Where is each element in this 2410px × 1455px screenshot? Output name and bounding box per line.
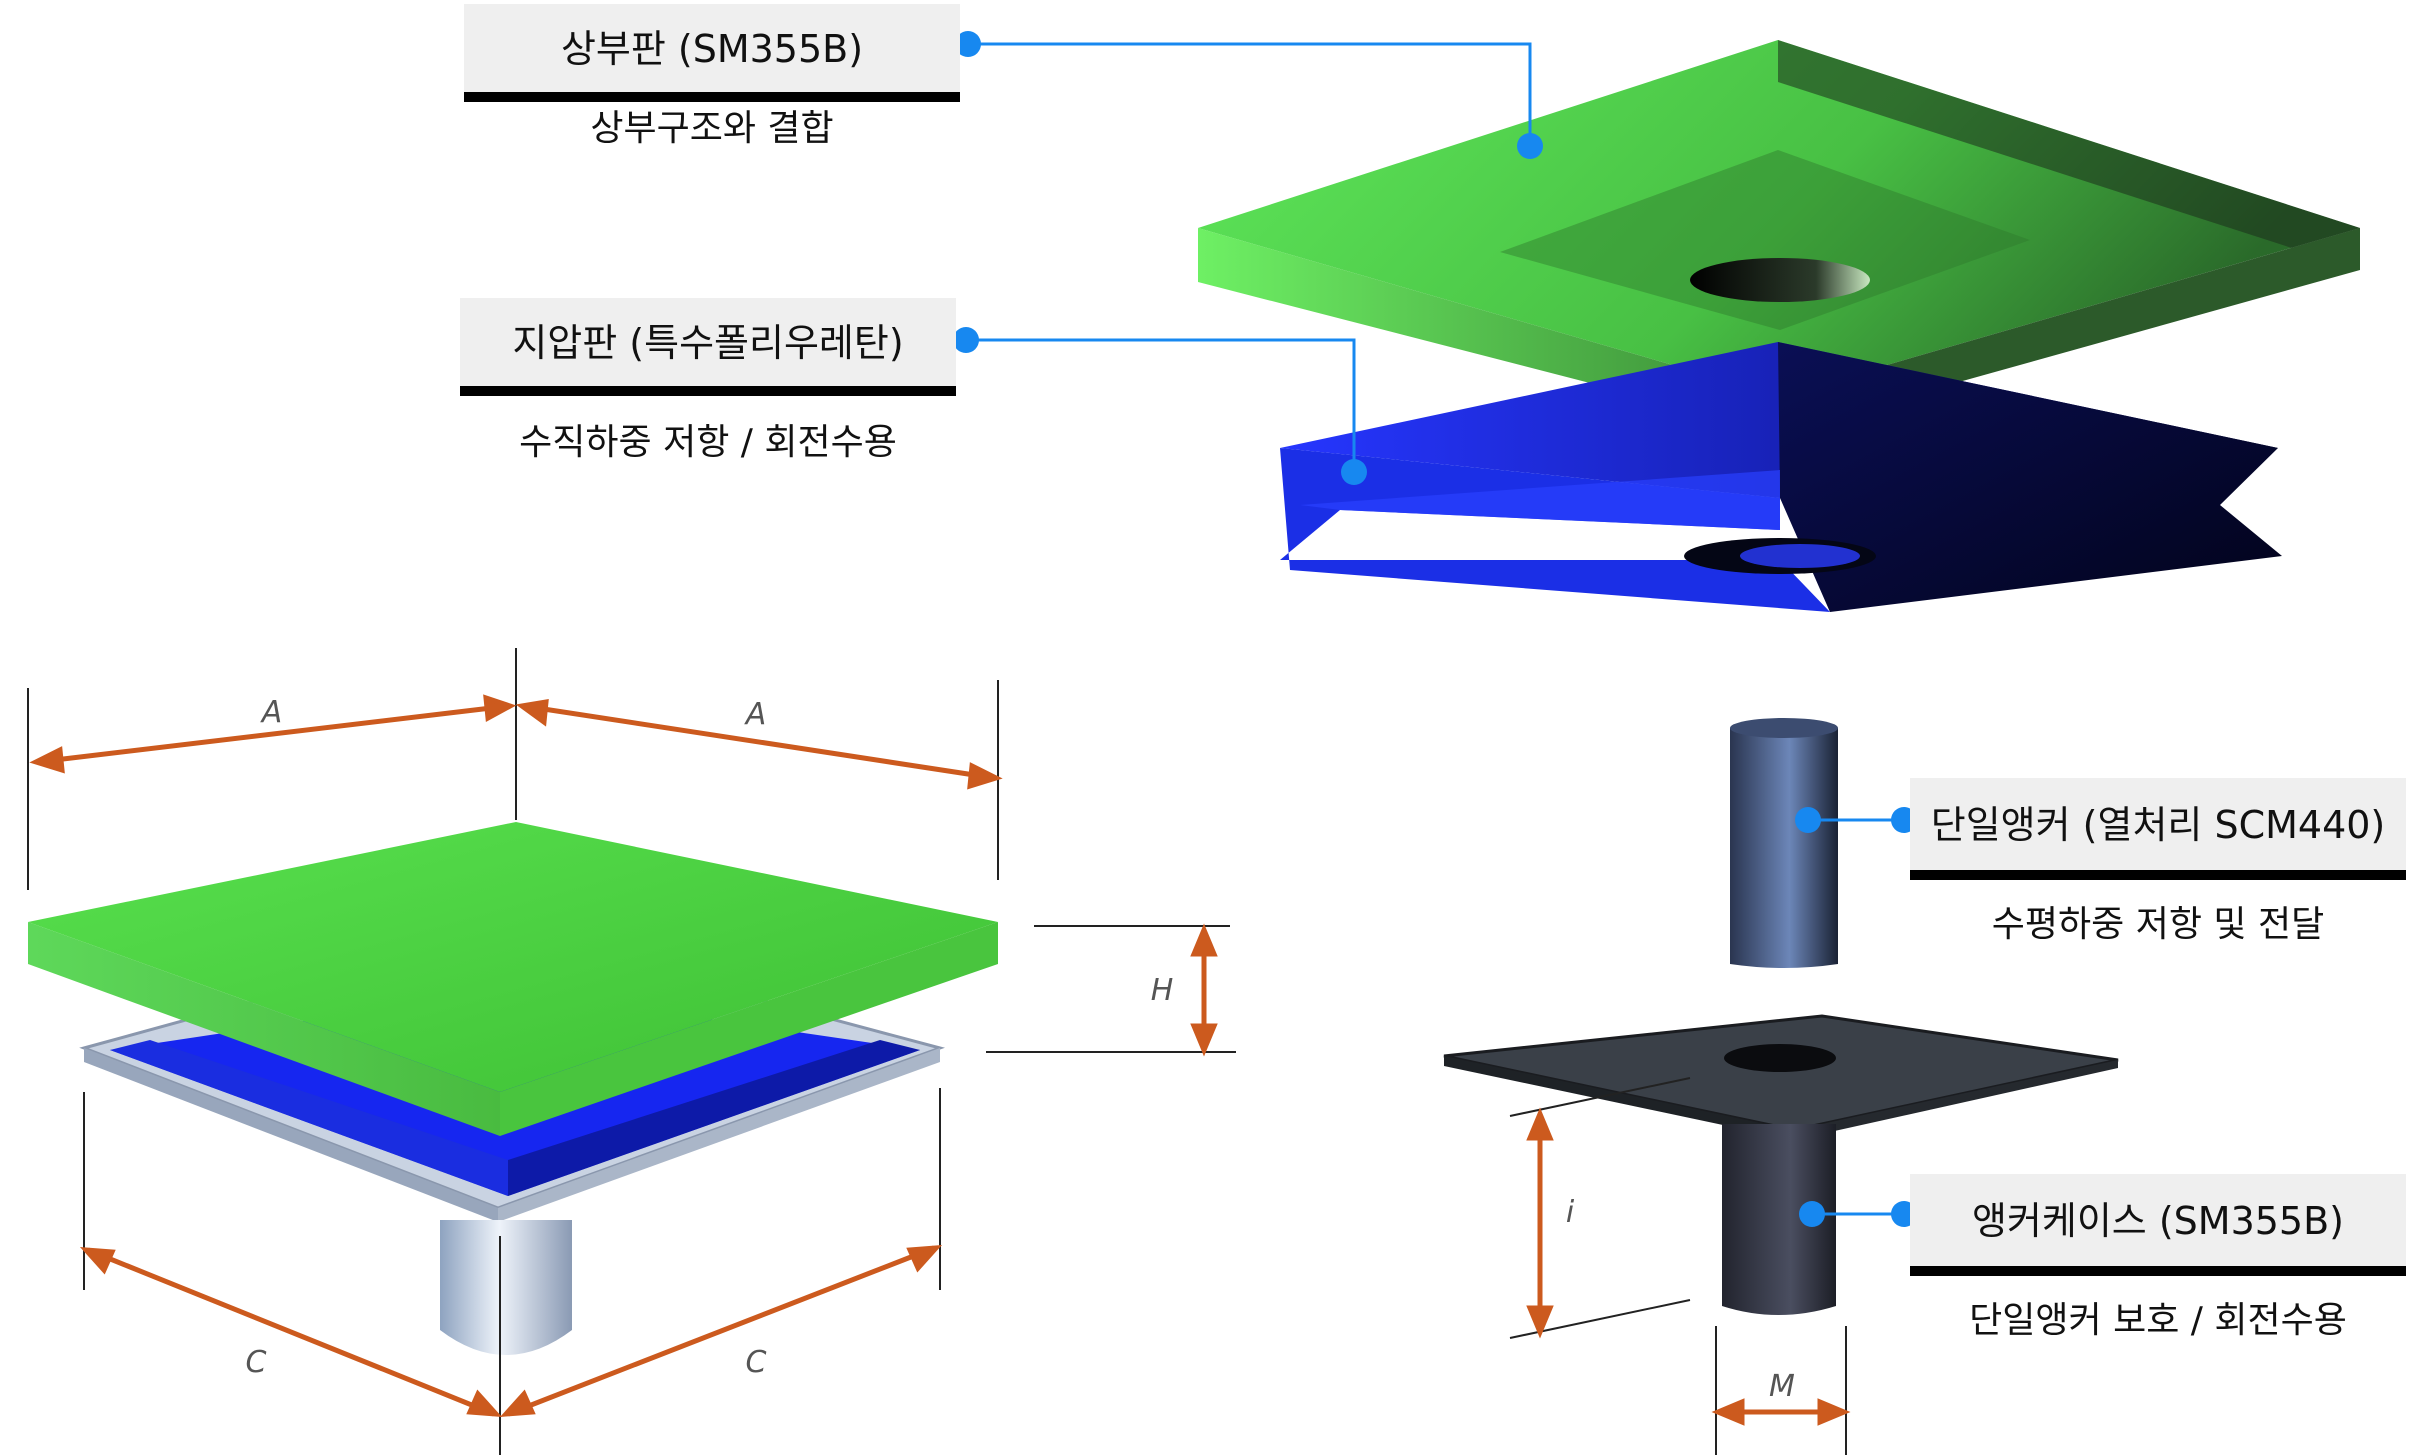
label-anchor-case-title: 앵커케이스 (SM355B)	[1972, 1199, 2344, 1243]
dimension-labels-anchor: i M	[1566, 1195, 1795, 1404]
label-bearing-plate-title: 지압판 (특수폴리우레탄)	[512, 321, 903, 365]
label-top-plate: 상부판 (SM355B) 상부구조와 결합	[464, 4, 960, 149]
dimension-arrows-anchor	[1526, 1107, 1851, 1426]
assembled-bearing	[28, 822, 998, 1355]
dim-h: H	[1151, 973, 1174, 1008]
dimension-lines-assembled	[27, 648, 1236, 1455]
leader-top-plate	[955, 31, 1543, 159]
label-top-plate-title: 상부판 (SM355B)	[561, 27, 863, 71]
dimension-labels-assembled: A A H C C	[246, 695, 1174, 1380]
top-plate-exploded	[1198, 40, 2360, 432]
label-bearing-plate: 지압판 (특수폴리우레탄) 수직하중 저항 / 회전수용	[460, 298, 956, 463]
dim-i: i	[1566, 1195, 1575, 1230]
label-bearing-plate-subtitle: 수직하중 저항 / 회전수용	[519, 422, 897, 463]
leader-bearing-plate	[953, 327, 1367, 485]
label-anchor-subtitle: 수평하중 저항 및 전달	[1992, 904, 2324, 945]
single-anchor	[1730, 718, 1838, 968]
dim-a-right: A	[744, 697, 767, 732]
dim-m: M	[1769, 1369, 1795, 1404]
label-anchor-case-subtitle: 단일앵커 보호 / 회전수용	[1969, 1300, 2347, 1341]
bearing-plate-exploded	[1280, 342, 2282, 612]
dim-c-left: C	[246, 1345, 267, 1380]
anchor-case	[1443, 1014, 2119, 1315]
label-anchor-case: 앵커케이스 (SM355B) 단일앵커 보호 / 회전수용	[1910, 1174, 2406, 1341]
dim-a-left: A	[260, 695, 283, 730]
label-top-plate-subtitle: 상부구조와 결합	[590, 108, 833, 149]
leader-anchor-case	[1799, 1201, 1917, 1227]
dim-c-right: C	[746, 1345, 767, 1380]
dimension-arrows-assembled	[29, 694, 1218, 1417]
leader-anchor	[1795, 807, 1917, 833]
label-anchor: 단일앵커 (열처리 SCM440) 수평하중 저항 및 전달	[1910, 778, 2406, 945]
label-anchor-title: 단일앵커 (열처리 SCM440)	[1931, 803, 2386, 847]
